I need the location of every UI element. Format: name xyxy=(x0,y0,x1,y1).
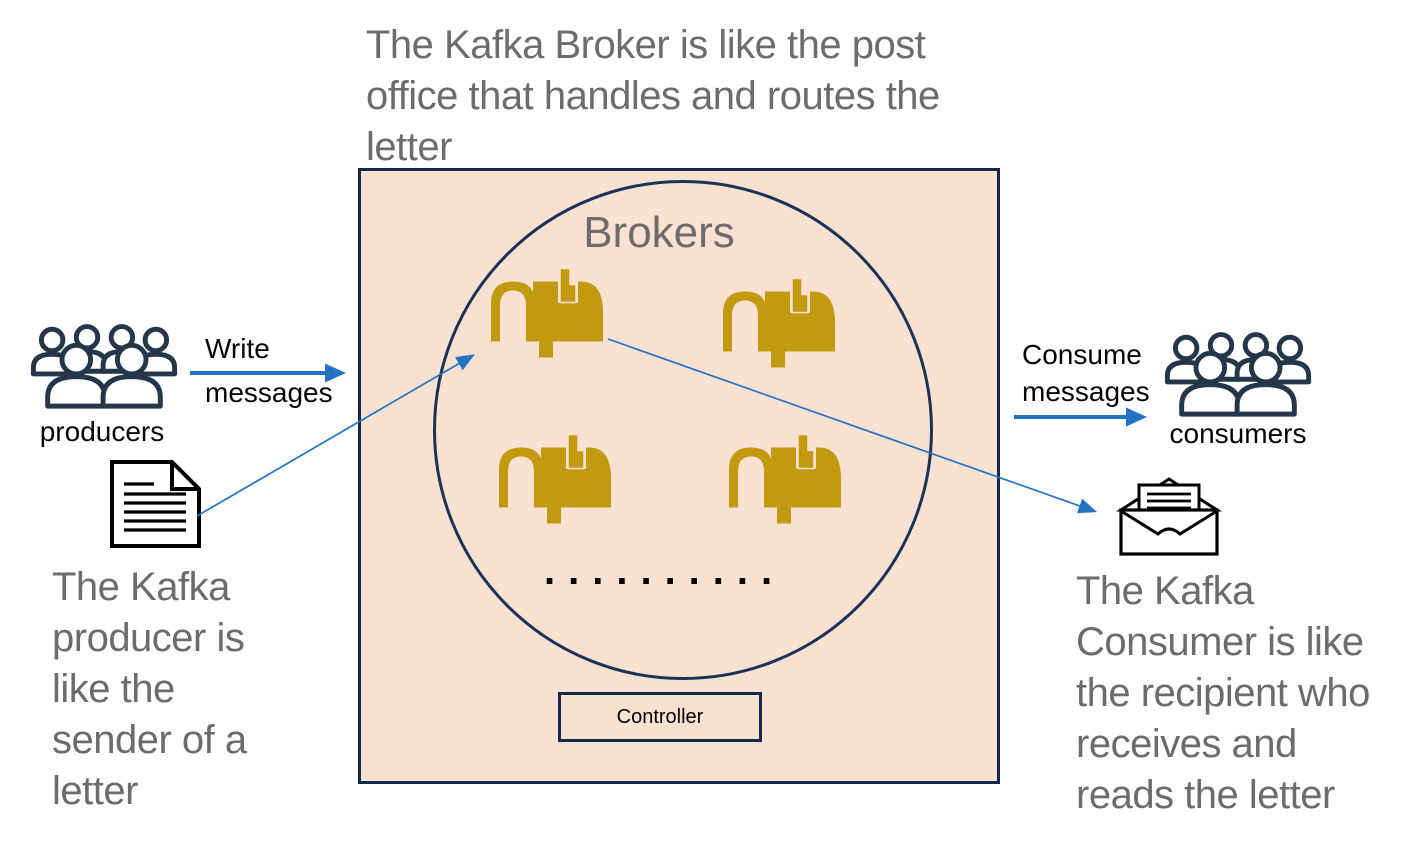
consumer-caption: The Kafka Consumer is like the recipient… xyxy=(1076,569,1370,817)
consumers-label: consumers xyxy=(1169,418,1307,449)
broker-caption: The Kafka Broker is like the post office… xyxy=(366,23,940,169)
consume-messages-arrow xyxy=(1014,407,1147,427)
consumers-group-icon xyxy=(1162,328,1314,418)
brokers-heading: Brokers xyxy=(583,208,735,257)
producers-label: producers xyxy=(39,416,165,447)
write-messages-line1: Write xyxy=(205,333,270,364)
write-messages-line2: messages xyxy=(205,377,333,408)
controller-box: Controller xyxy=(558,692,762,742)
mailbox-icon xyxy=(728,433,842,525)
more-brokers-dots: .......... xyxy=(544,549,786,593)
consume-messages-line1: Consume xyxy=(1022,339,1142,370)
mailbox-icon xyxy=(722,277,836,369)
mailbox-icon xyxy=(498,433,612,525)
mailbox-icon xyxy=(490,267,604,359)
producers-group-icon xyxy=(28,320,180,410)
open-envelope-icon xyxy=(1115,477,1223,556)
producer-caption: The Kafka producer is like the sender of… xyxy=(52,565,247,813)
letter-document-icon xyxy=(110,460,201,548)
consume-messages-line2: messages xyxy=(1022,376,1150,407)
